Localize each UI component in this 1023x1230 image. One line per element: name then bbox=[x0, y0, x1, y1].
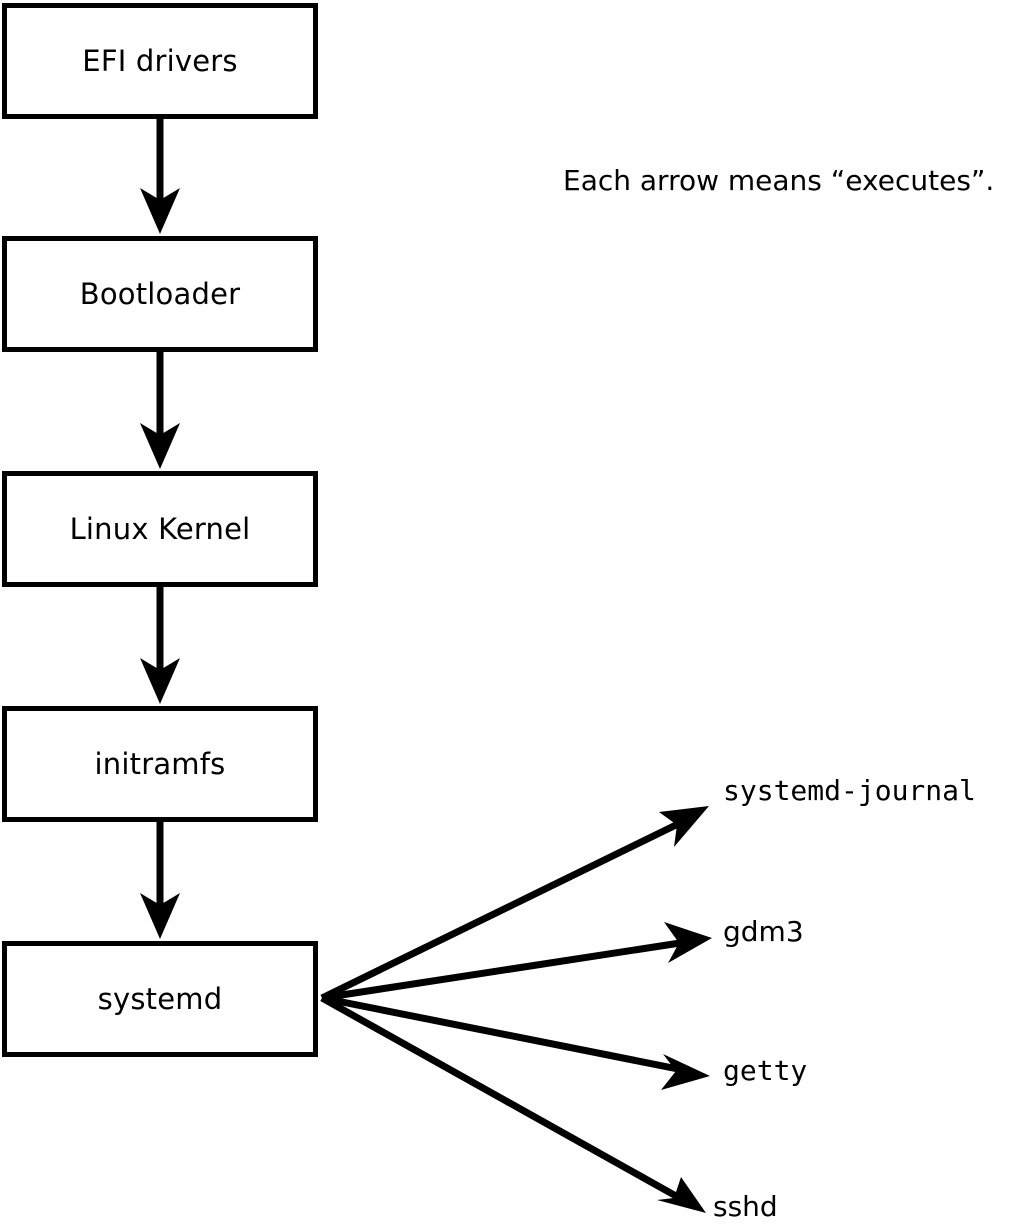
node-label-systemd: systemd bbox=[97, 981, 223, 1016]
leaf-label-sshd: sshd bbox=[713, 1190, 778, 1223]
node-label-linux-kernel: Linux Kernel bbox=[69, 511, 251, 546]
node-bootloader[interactable]: Bootloader bbox=[2, 236, 318, 352]
edge-efi-to-bootloader bbox=[140, 119, 180, 234]
node-initramfs[interactable]: initramfs bbox=[2, 706, 318, 822]
edge-kernel-to-initramfs bbox=[140, 587, 180, 704]
edge-systemd-to-sshd bbox=[320, 994, 706, 1213]
edge-bootloader-to-kernel bbox=[140, 352, 180, 469]
node-linux-kernel[interactable]: Linux Kernel bbox=[2, 471, 318, 587]
edge-systemd-to-systemd-journal bbox=[320, 806, 709, 1002]
leaf-label-getty: getty bbox=[723, 1054, 808, 1087]
leaf-label-systemd-journal: systemd-journal bbox=[723, 774, 976, 807]
edge-systemd-to-gdm3 bbox=[321, 922, 712, 1002]
leaf-label-gdm3: gdm3 bbox=[723, 915, 804, 948]
node-efi-drivers[interactable]: EFI drivers bbox=[2, 3, 318, 119]
node-label-bootloader: Bootloader bbox=[79, 276, 241, 311]
edge-systemd-to-getty bbox=[321, 994, 710, 1090]
node-label-initramfs: initramfs bbox=[94, 746, 226, 781]
node-systemd[interactable]: systemd bbox=[2, 941, 318, 1057]
edge-initramfs-to-systemd bbox=[140, 822, 180, 939]
node-label-efi-drivers: EFI drivers bbox=[82, 43, 238, 78]
caption-note: Each arrow means “executes”. bbox=[563, 164, 995, 197]
